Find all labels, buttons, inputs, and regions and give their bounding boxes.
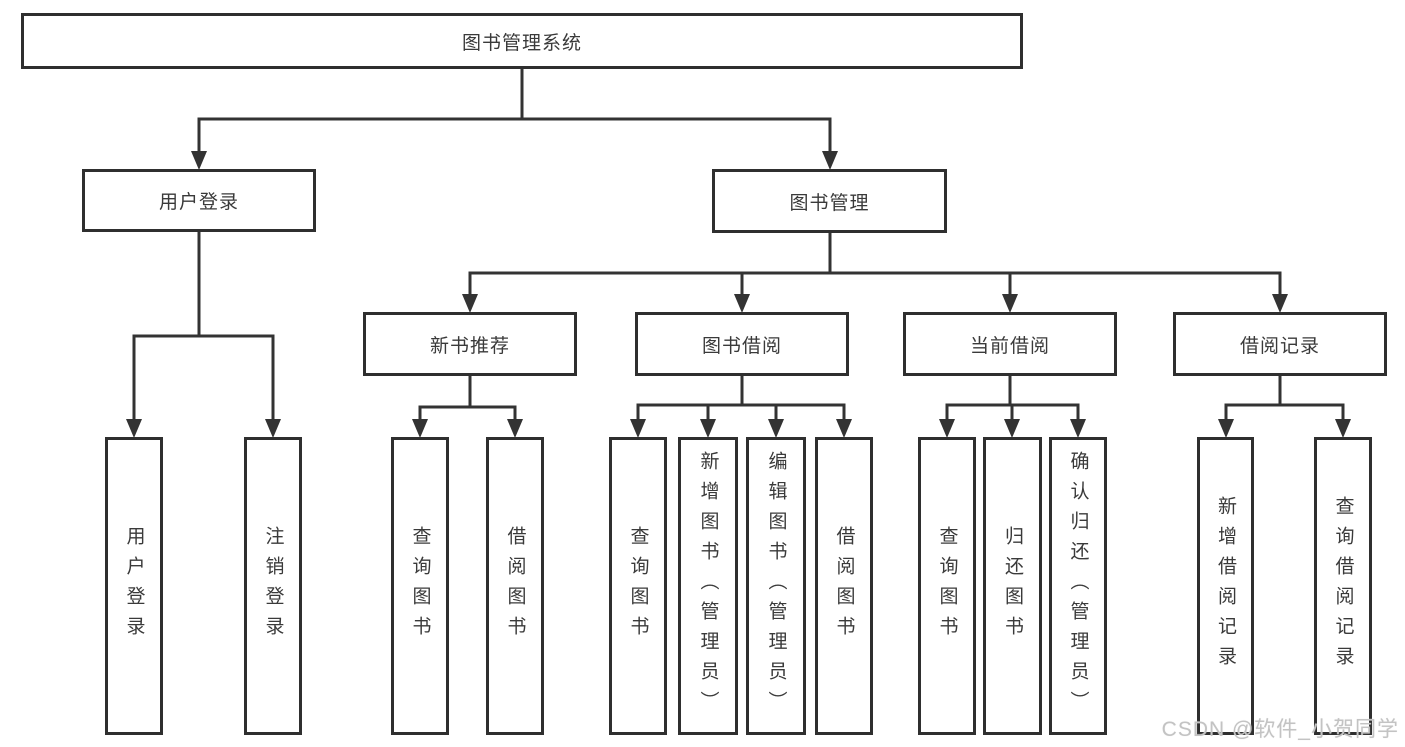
node-book-management: 图书管理 <box>712 169 947 233</box>
arrow-down-icon <box>191 151 207 170</box>
leaf-label: 归还图书 <box>1002 526 1023 646</box>
leaf-label: 查询借阅记录 <box>1332 496 1354 676</box>
csdn-watermark: CSDN @软件_小贺同学 <box>1161 718 1399 741</box>
arrow-down-icon <box>939 419 955 438</box>
node-library-management-system: 图书管理系统 <box>21 13 1023 69</box>
leaf-query-books-recommend: 查询图书 <box>391 437 449 735</box>
arrow-down-icon <box>126 419 142 438</box>
node-user-login: 用户登录 <box>82 169 316 232</box>
arrow-down-icon <box>265 419 281 438</box>
arrow-down-icon <box>462 294 478 313</box>
leaf-label: 借阅图书 <box>504 526 526 646</box>
arrow-down-icon <box>768 419 784 438</box>
leaf-label: 用户登录 <box>123 526 145 646</box>
leaf-add-borrow-record: 新增借阅记录 <box>1197 437 1254 735</box>
leaf-query-borrow-record: 查询借阅记录 <box>1314 437 1372 735</box>
leaf-label: 借阅图书 <box>833 526 855 646</box>
arrow-down-icon <box>1004 419 1020 438</box>
leaf-query-books-current: 查询图书 <box>918 437 976 735</box>
leaf-user-login: 用户登录 <box>105 437 163 735</box>
leaf-query-books-borrowing: 查询图书 <box>609 437 667 735</box>
arrow-down-icon <box>734 294 750 313</box>
leaf-confirm-return-admin: 确认归还（管理员） <box>1049 437 1107 735</box>
arrow-down-icon <box>1218 419 1234 438</box>
leaf-label: 查询图书 <box>627 526 649 646</box>
arrow-down-icon <box>822 151 838 170</box>
leaf-label: 新增借阅记录 <box>1215 496 1236 676</box>
node-new-book-recommendation: 新书推荐 <box>363 312 577 376</box>
arrow-down-icon <box>1272 294 1288 313</box>
arrow-down-icon <box>836 419 852 438</box>
arrow-down-icon <box>1070 419 1086 438</box>
node-current-borrowing: 当前借阅 <box>903 312 1117 376</box>
arrow-down-icon <box>1002 294 1018 313</box>
node-borrowing-records: 借阅记录 <box>1173 312 1387 376</box>
leaf-label: 编辑图书（管理员） <box>765 451 787 721</box>
leaf-label: 注销登录 <box>262 526 284 646</box>
arrow-down-icon <box>412 419 428 438</box>
leaf-add-book-admin: 新增图书（管理员） <box>678 437 738 735</box>
leaf-return-books: 归还图书 <box>983 437 1042 735</box>
arrow-down-icon <box>507 419 523 438</box>
leaf-logout: 注销登录 <box>244 437 302 735</box>
leaf-label: 确认归还（管理员） <box>1067 451 1089 721</box>
leaf-label: 查询图书 <box>936 526 958 646</box>
node-book-borrowing: 图书借阅 <box>635 312 849 376</box>
leaf-edit-book-admin: 编辑图书（管理员） <box>746 437 806 735</box>
leaf-borrow-books-recommend: 借阅图书 <box>486 437 544 735</box>
arrow-down-icon <box>1335 419 1351 438</box>
leaf-label: 新增图书（管理员） <box>697 451 719 721</box>
leaf-borrow-books-borrowing: 借阅图书 <box>815 437 873 735</box>
leaf-label: 查询图书 <box>409 526 431 646</box>
arrow-down-icon <box>630 419 646 438</box>
arrow-down-icon <box>700 419 716 438</box>
